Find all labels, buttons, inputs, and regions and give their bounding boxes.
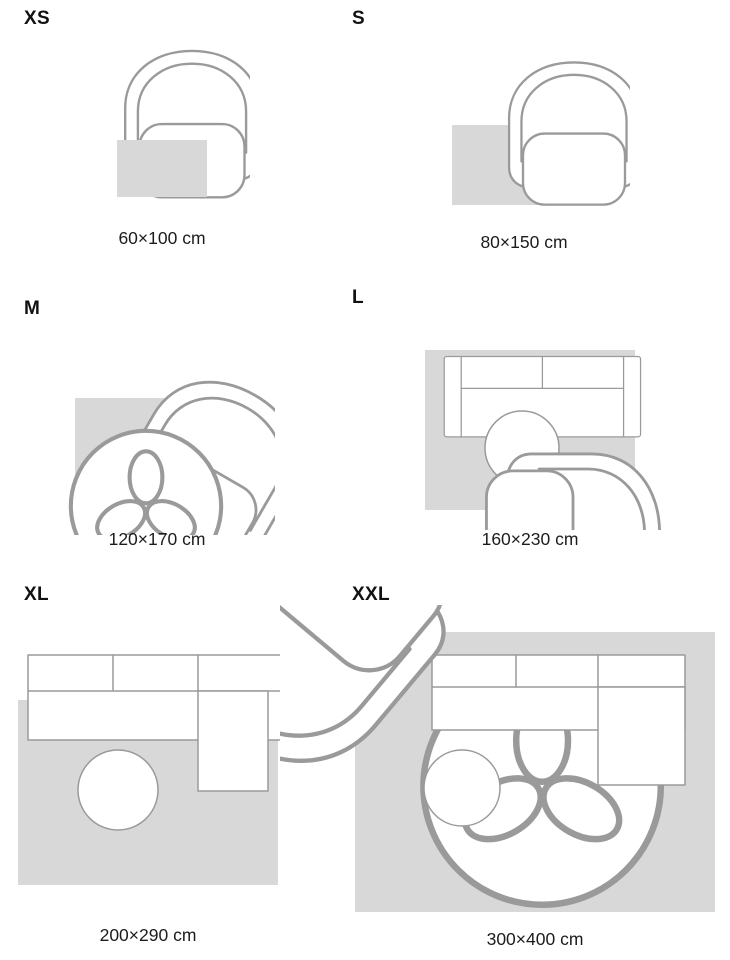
dimension-label-xs: 60×100 cm: [118, 228, 206, 248]
rug-diagram-xl: [18, 654, 284, 885]
size-label-xl: XL: [24, 584, 49, 605]
rug-diagram-xs: [117, 50, 250, 199]
rug-diagram-l: [425, 350, 661, 530]
dimension-label-xl: 200×290 cm: [99, 925, 197, 945]
rug-diagram-s: [452, 61, 630, 206]
sectional-sofa-icon: [431, 654, 686, 786]
armchair-icon: [508, 61, 630, 206]
dimension-label-xxl: 300×400 cm: [486, 929, 584, 949]
dimension-label-l: 160×230 cm: [481, 529, 579, 549]
size-label-xxl: XXL: [352, 584, 390, 605]
rug-diagram-m: [70, 355, 275, 535]
size-label-s: S: [352, 8, 365, 29]
rug-shape: [117, 140, 207, 197]
dimension-label-m: 120×170 cm: [108, 529, 206, 549]
size-label-l: L: [352, 287, 364, 308]
coffee-table-icon: [77, 749, 159, 831]
sectional-sofa-icon: [27, 654, 284, 792]
rug-diagram-xxl: [280, 605, 715, 912]
size-label-m: M: [24, 298, 41, 319]
dimension-label-s: 80×150 cm: [480, 232, 568, 252]
coffee-table-icon: [423, 749, 501, 827]
size-label-xs: XS: [24, 8, 50, 29]
